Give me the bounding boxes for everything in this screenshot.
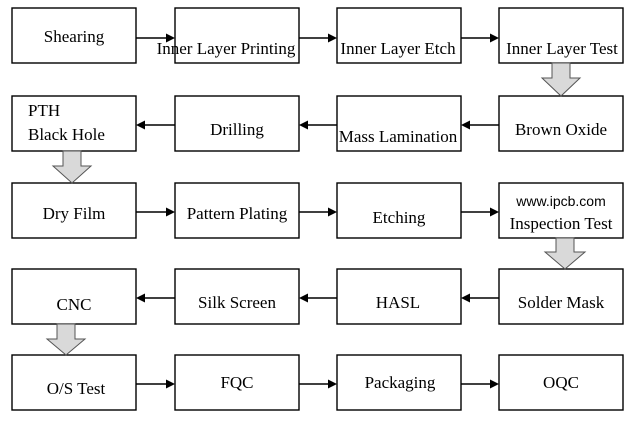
box-cnc: CNC [11, 268, 137, 325]
down-arrow-test-to-oxide [540, 62, 582, 97]
label-pth: PTH [28, 101, 60, 120]
arrow-oxide-to-lamination [461, 120, 499, 130]
label-hasl: HASL [376, 293, 420, 312]
arrow-drilling-to-pth [136, 120, 175, 130]
label-etching: Etching [373, 208, 426, 227]
box-silk-screen: Silk Screen [174, 268, 300, 325]
arrow-hasl-to-silkscreen [299, 293, 337, 303]
box-drilling: Drilling [174, 95, 300, 152]
box-packaging: Packaging [336, 354, 462, 411]
down-arrow-pth-to-dryfilm [51, 150, 93, 184]
arrow-silkscreen-to-cnc [136, 293, 175, 303]
label-dry-film: Dry Film [43, 204, 106, 223]
label-inner-layer-test: Inner Layer Test [506, 39, 618, 58]
box-shearing: Shearing [11, 7, 137, 64]
label-solder-mask: Solder Mask [518, 293, 605, 312]
label-black-hole: Black Hole [28, 125, 105, 144]
box-hasl: HASL [336, 268, 462, 325]
label-inner-layer-printing: Inner Layer Printing [157, 39, 296, 58]
box-os-test: O/S Test [11, 354, 137, 411]
down-arrow-cnc-to-ostest [45, 323, 87, 356]
box-solder-mask: Solder Mask [498, 268, 624, 325]
box-etching: Etching [336, 182, 462, 239]
box-brown-oxide: Brown Oxide [498, 95, 624, 152]
box-pth-black-hole: PTH Black Hole [11, 95, 137, 152]
label-fqc: FQC [220, 373, 253, 392]
box-inner-layer-printing: Inner Layer Printing [157, 7, 300, 64]
label-os-test: O/S Test [47, 379, 106, 398]
arrow-packaging-to-oqc [461, 379, 499, 389]
label-inner-layer-etch: Inner Layer Etch [340, 39, 456, 58]
box-inspection-test: www.ipcb.com Inspection Test [498, 182, 624, 239]
down-arrow-inspection-to-soldermask [543, 237, 587, 270]
arrow-plating-to-etching [299, 207, 337, 217]
label-inspection-test: Inspection Test [510, 214, 613, 233]
label-silk-screen: Silk Screen [198, 293, 276, 312]
box-inner-layer-etch: Inner Layer Etch [336, 7, 462, 64]
box-pattern-plating: Pattern Plating [174, 182, 300, 239]
arrow-etching-to-inspection [461, 207, 499, 217]
arrow-shearing-to-printing [136, 33, 175, 43]
box-oqc: OQC [498, 354, 624, 411]
label-cnc: CNC [57, 295, 92, 314]
watermark-url: www.ipcb.com [515, 193, 605, 209]
label-oqc: OQC [543, 373, 579, 392]
arrow-soldermask-to-hasl [461, 293, 499, 303]
label-drilling: Drilling [210, 120, 264, 139]
arrow-etch-to-test [461, 33, 499, 43]
arrow-ostest-to-fqc [136, 379, 175, 389]
box-dry-film: Dry Film [11, 182, 137, 239]
box-inner-layer-test: Inner Layer Test [498, 7, 624, 64]
arrow-lamination-to-drilling [299, 120, 337, 130]
arrow-fqc-to-packaging [299, 379, 337, 389]
label-mass-lamination: Mass Lamination [339, 127, 458, 146]
box-fqc: FQC [174, 354, 300, 411]
label-shearing: Shearing [44, 27, 105, 46]
arrow-printing-to-etch [299, 33, 337, 43]
box-mass-lamination: Mass Lamination [336, 95, 462, 152]
label-pattern-plating: Pattern Plating [187, 204, 288, 223]
label-brown-oxide: Brown Oxide [515, 120, 607, 139]
arrow-dryfilm-to-plating [136, 207, 175, 217]
label-packaging: Packaging [365, 373, 436, 392]
